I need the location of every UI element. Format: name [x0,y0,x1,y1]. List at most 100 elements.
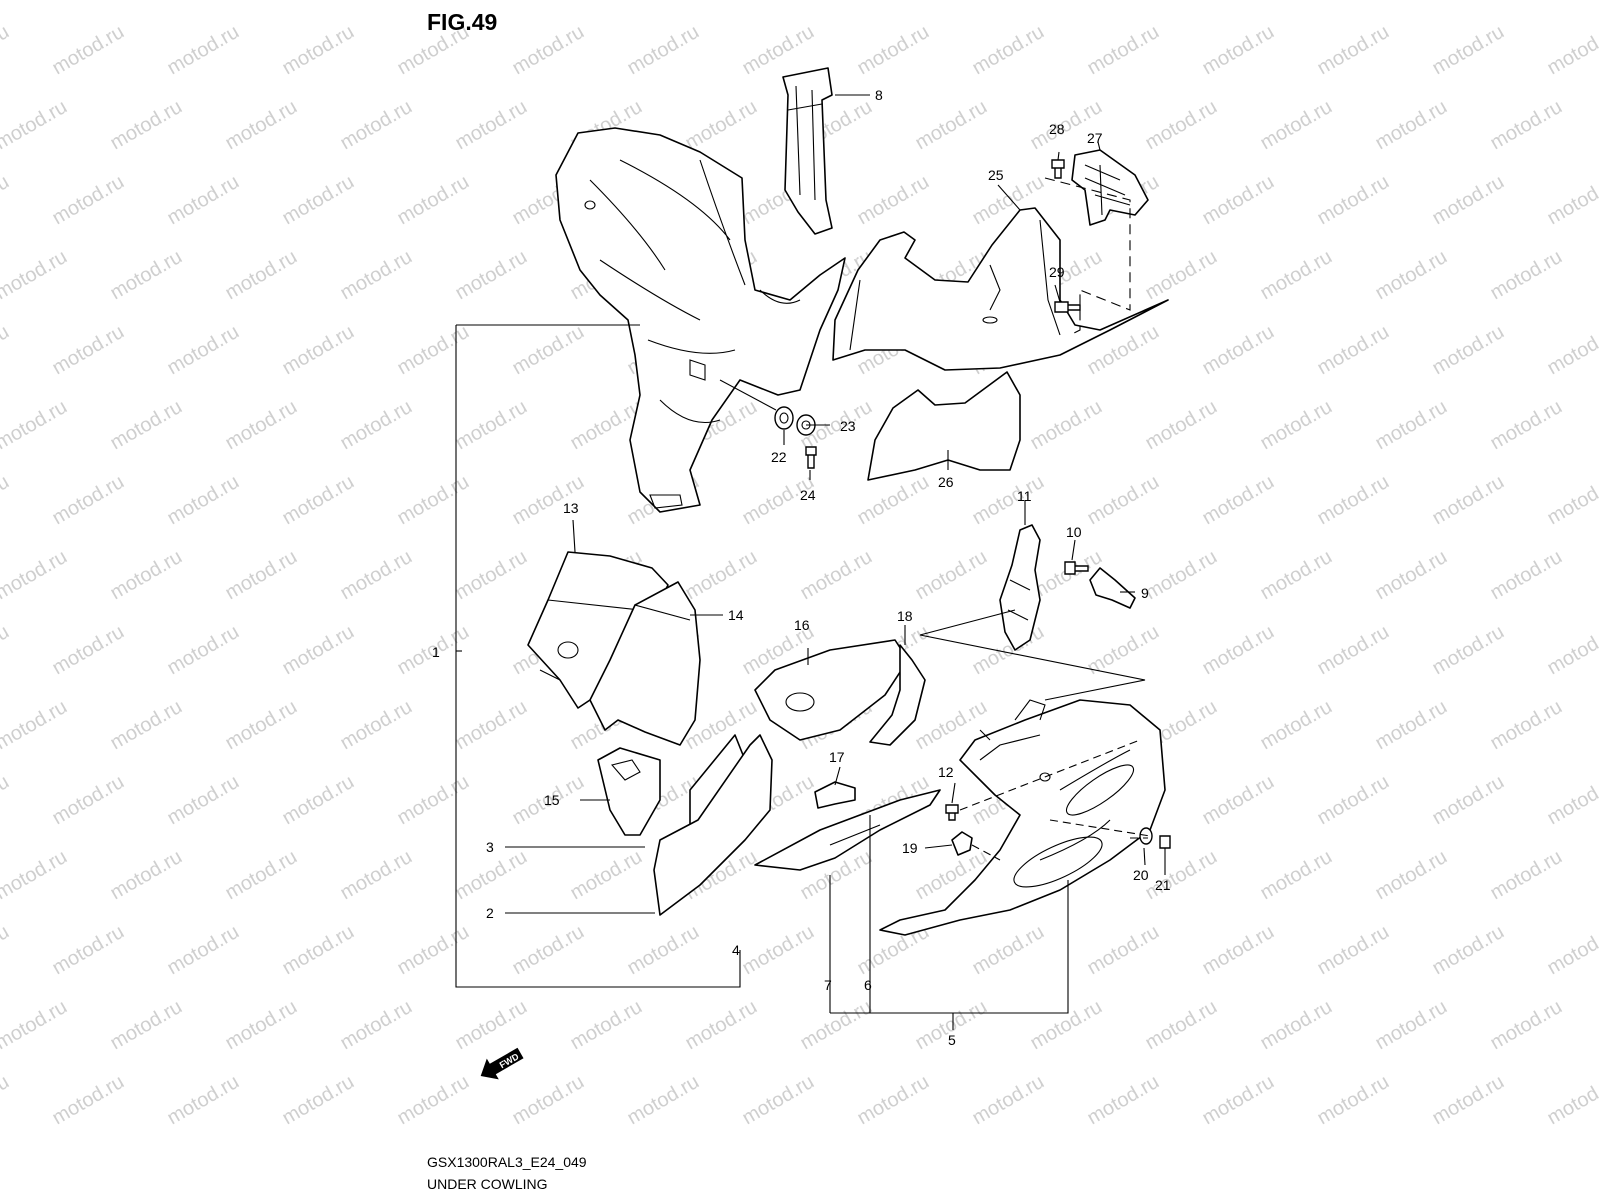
watermark-text: motod.ru [1199,921,1278,980]
part-18-seal[interactable] [869,644,926,746]
watermark-text: motod.ru [107,96,186,155]
watermark-text: motod.ru [279,321,358,380]
watermark-text: motod.ru [797,546,876,605]
watermark-text: motod.ru [0,846,71,905]
watermark-text: motod.ru [1314,621,1393,680]
watermark-text: motod.ru [452,96,531,155]
watermark-text: motod.ru [279,621,358,680]
part-28-screw[interactable] [1051,159,1065,179]
part-6-7-side-strip[interactable] [754,789,941,871]
watermark-text: motod.ru [1429,921,1508,980]
watermark-text: motod.ru [337,0,416,4]
part-11-bracket[interactable] [999,524,1041,651]
part-24-bolt[interactable] [805,446,817,469]
label-2: 2 [486,905,494,921]
watermark-text: motod.ru [682,96,761,155]
watermark-text: motod.ru [682,0,761,4]
part-17-clip[interactable] [814,781,856,809]
guide-12 [959,739,1141,811]
watermark-text: motod.ru [452,546,531,605]
watermark-text: motod.ru [337,696,416,755]
part-5-lower-fairing[interactable] [879,699,1166,936]
part-16-pad[interactable] [754,639,909,741]
watermark-text: motod.ru [1487,0,1566,4]
watermark-text: motod.ru [49,171,128,230]
watermark-text: motod.ru [969,471,1048,530]
watermark-text: motod.ru [1199,171,1278,230]
main-left-cowling[interactable] [555,127,846,513]
watermark-text: motod.ru [1199,321,1278,380]
watermark-text: motod.ru [49,771,128,830]
watermark-text: motod.ru [0,696,71,755]
watermark-text: motod.ru [0,621,13,680]
watermark-text: motod.ru [1257,246,1336,305]
watermark-text: motod.ru [49,21,128,80]
watermark-text: motod.ru [739,21,818,80]
watermark-text: motod.ru [1429,321,1508,380]
watermark-text: motod.ru [1084,471,1163,530]
part-14-cover[interactable] [589,581,701,746]
watermark-text: motod.ru [1257,96,1336,155]
watermark-text: motod.ru [1372,0,1451,4]
watermark-text: motod.ru [1084,1071,1163,1130]
watermark-text: motod.ru [49,921,128,980]
watermark-text: motod.ru [1142,396,1221,455]
watermark-text: motod.ru [912,96,991,155]
watermark-text: motod.ru [107,396,186,455]
watermark-text: motod.ru [854,1071,933,1130]
watermark-text: motod.ru [509,1071,588,1130]
watermark-text: motod.ru [222,0,301,4]
part-8-bracket[interactable] [782,67,833,235]
watermark-text: motod.ru [969,921,1048,980]
watermark-text: motod.ru [279,21,358,80]
watermark-text: motod.ru [452,246,531,305]
watermark-text: motod.ru [1199,771,1278,830]
label-26: 26 [938,474,954,490]
watermark-text: motod.ru [1257,996,1336,1055]
watermark-text: motod.ru [394,471,473,530]
watermark-text: motod.ru [739,1071,818,1130]
watermark-text: motod.ru [164,621,243,680]
watermark-text: motod.ru [509,321,588,380]
part-22-grommet[interactable] [774,406,794,430]
part-21-bolt[interactable] [1159,835,1171,849]
watermark-text: motod.ru [1199,1071,1278,1130]
watermark-text: motod.ru [1314,321,1393,380]
label-1: 1 [432,644,440,660]
watermark-text: motod.ru [969,1071,1048,1130]
part-19-clip[interactable] [951,831,973,856]
part-29-screw[interactable] [1054,301,1081,313]
label-17: 17 [829,749,845,765]
part-26-pad[interactable] [867,371,1021,481]
part-9-nut[interactable] [1089,567,1136,609]
watermark-text: motod.ru [1372,696,1451,755]
part-12-screw[interactable] [945,804,959,821]
watermark-text: motod.ru [567,996,646,1055]
watermark-text: motod.ru [509,21,588,80]
watermark-text: motod.ru [337,546,416,605]
watermark-text: motod.ru [854,21,933,80]
watermark-text: motod.ru [1544,1071,1600,1130]
part-20-washer[interactable] [1139,827,1153,845]
watermark-text: motod.ru [164,471,243,530]
part-15-pad[interactable] [597,747,661,836]
part-10-screw[interactable] [1064,561,1089,575]
watermark-text: motod.ru [49,1071,128,1130]
watermark-text: motod.ru [452,996,531,1055]
watermark-text: motod.ru [1372,846,1451,905]
watermark-text: motod.ru [0,0,71,4]
watermark-text: motod.ru [739,921,818,980]
part-25-cowling-panel[interactable] [832,207,1169,371]
watermark-text: motod.ru [49,471,128,530]
watermark-text: motod.ru [1429,171,1508,230]
watermark-text: motod.ru [0,246,71,305]
watermark-text: motod.ru [1544,171,1600,230]
watermark-text: motod.ru [0,921,13,980]
part-13-cover[interactable] [527,551,669,709]
watermark-text: motod.ru [1544,321,1600,380]
part-2-side-panel[interactable] [653,734,773,916]
part-number-labels: 1 2 3 4 5 6 7 8 9 10 11 12 13 14 15 16 1… [432,87,1171,1048]
watermark-text: motod.ru [1257,696,1336,755]
watermark-text: motod.ru [394,321,473,380]
watermark-text: motod.ru [0,96,71,155]
